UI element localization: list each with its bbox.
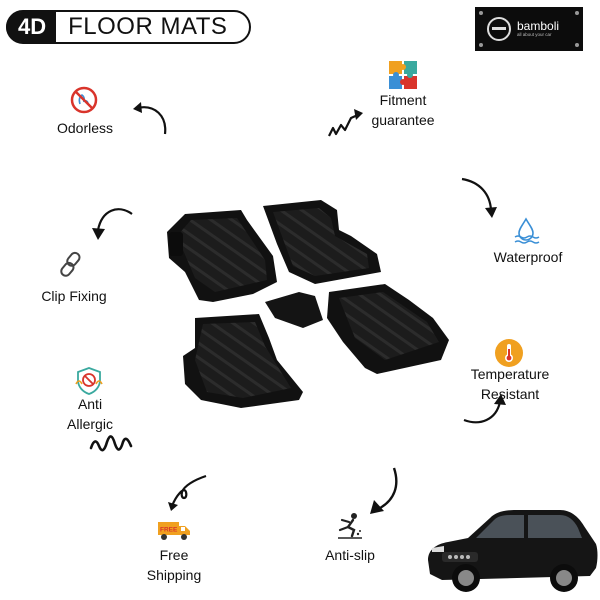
- mat-front-left: [167, 210, 277, 302]
- squiggle-arrow-icon: [89, 435, 133, 452]
- puzzle-icon: [389, 61, 417, 89]
- feature-temperature-label: Temperature Resistant: [450, 364, 570, 404]
- feature-temperature-line2: Resistant: [480, 386, 540, 402]
- feature-fitment-line1: Fitment: [379, 92, 427, 108]
- feature-temperature-line1: Temperature: [470, 366, 550, 382]
- mat-front-right: [263, 200, 381, 284]
- mat-middle-tunnel: [265, 292, 323, 328]
- no-odor-icon: [70, 86, 98, 114]
- page-title: FLOOR MATS: [68, 13, 228, 40]
- feature-shipping-label: Free Shipping: [130, 545, 218, 585]
- feature-antislip-label: Anti-slip: [325, 547, 375, 563]
- feature-fitment-label: Fitment guarantee: [353, 90, 453, 130]
- logo-brand-name: bamboli all about your car: [517, 20, 559, 37]
- logo-tagline: all about your car: [517, 31, 552, 37]
- feature-shipping-line2: Shipping: [146, 567, 202, 583]
- logo-screw-icon: [575, 43, 579, 47]
- brand-logo: bamboli all about your car: [475, 7, 583, 51]
- curved-arrow-icon: [370, 467, 398, 514]
- feature-odorless-label: Odorless: [56, 120, 114, 136]
- feature-allergic-line1: Anti: [77, 396, 103, 412]
- mat-rear-left: [183, 314, 303, 408]
- car-image: [428, 510, 598, 592]
- feature-allergic-line2: Allergic: [67, 416, 113, 432]
- logo-screw-icon: [479, 43, 483, 47]
- steering-wheel-icon: [487, 17, 511, 41]
- badge-4d-label: 4D: [6, 12, 57, 42]
- chain-link-icon: [60, 251, 81, 277]
- feature-waterproof-label: Waterproof: [493, 249, 563, 265]
- temperature-icon: [495, 339, 523, 367]
- curved-arrow-icon: [133, 102, 167, 135]
- feature-fitment-line2: guarantee: [371, 112, 435, 128]
- anti-allergic-icon: [75, 367, 103, 395]
- floor-mats-image: [167, 200, 449, 408]
- feature-shipping-line1: Free: [159, 547, 189, 563]
- feature-clip-label: Clip Fixing: [41, 288, 107, 304]
- slipping-person-icon: [338, 513, 362, 539]
- curved-arrow-icon: [463, 394, 506, 424]
- loop-arrow-icon: [168, 474, 207, 511]
- title-badge: 4D FLOOR MATS: [6, 10, 252, 44]
- logo-brand-text: bamboli: [517, 19, 560, 34]
- curved-arrow-icon: [92, 208, 133, 240]
- delivery-truck-icon: FREE: [158, 522, 190, 540]
- curved-arrow-icon: [461, 177, 497, 218]
- logo-screw-icon: [479, 11, 483, 15]
- logo-screw-icon: [575, 11, 579, 15]
- mat-rear-right: [327, 284, 449, 374]
- truck-free-text: FREE: [160, 527, 178, 534]
- feature-allergic-label: Anti Allergic: [46, 394, 134, 434]
- water-drop-icon: [514, 217, 540, 244]
- squiggle-arrow-icon: [328, 109, 363, 137]
